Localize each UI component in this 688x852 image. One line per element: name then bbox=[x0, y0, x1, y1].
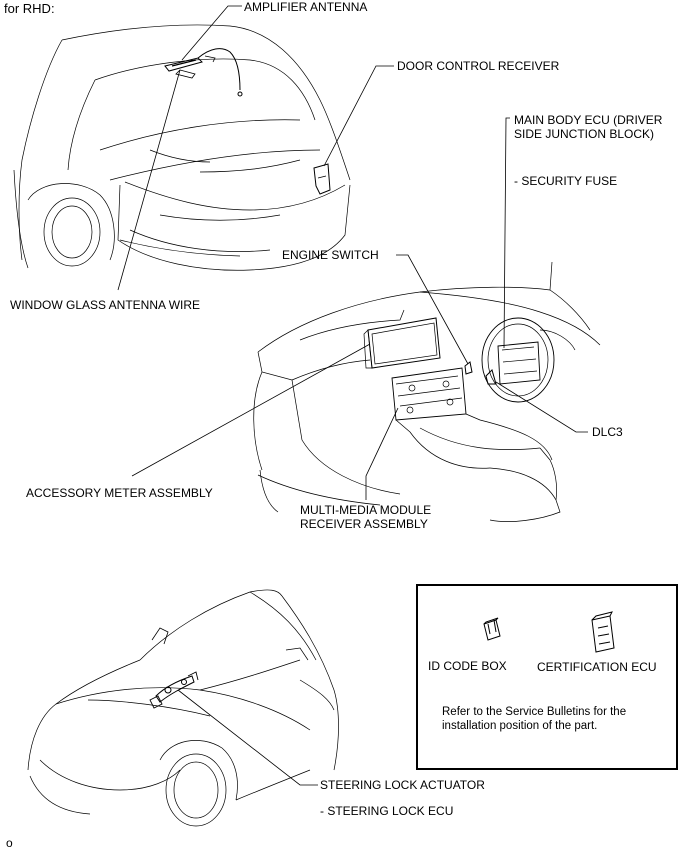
note-line1: Refer to the Service Bulletins for the bbox=[442, 706, 627, 718]
label-door-control-receiver: DOOR CONTROL RECEIVER bbox=[397, 59, 560, 73]
front-car-outline bbox=[27, 589, 339, 827]
leader-line-bottom bbox=[177, 689, 318, 786]
label-main-body-ecu-line2: SIDE JUNCTION BLOCK) bbox=[514, 127, 655, 141]
label-security-fuse: - SECURITY FUSE bbox=[514, 174, 618, 188]
label-steering-lock-actuator: STEERING LOCK ACTUATOR bbox=[320, 778, 485, 792]
leader-lines-top bbox=[117, 5, 510, 349]
label-multimedia-line1: MULTI-MEDIA MODULE bbox=[300, 503, 432, 517]
label-window-glass-antenna-wire: WINDOW GLASS ANTENNA WIRE bbox=[10, 298, 201, 312]
id-code-box-icon bbox=[483, 617, 501, 641]
label-engine-switch: ENGINE SWITCH bbox=[282, 248, 379, 262]
rear-car-outline bbox=[13, 24, 351, 271]
page-header: for RHD: bbox=[4, 1, 55, 16]
label-id-code-box: ID CODE BOX bbox=[428, 659, 507, 673]
label-amplifier-antenna: AMPLIFIER ANTENNA bbox=[244, 0, 368, 14]
leader-lines-middle bbox=[131, 254, 588, 500]
certification-ecu-icon bbox=[591, 611, 615, 653]
label-steering-lock-ecu: - STEERING LOCK ECU bbox=[320, 804, 454, 818]
dashboard-outline bbox=[253, 261, 601, 522]
legend-box bbox=[416, 584, 678, 770]
label-multimedia-line2: RECEIVER ASSEMBLY bbox=[300, 517, 428, 531]
note-line2: installation position of the part. bbox=[442, 720, 598, 732]
label-certification-ecu: CERTIFICATION ECU bbox=[537, 660, 657, 674]
label-main-body-ecu-line1: MAIN BODY ECU (DRIVER bbox=[514, 113, 663, 127]
label-accessory-meter-assembly: ACCESSORY METER ASSEMBLY bbox=[26, 486, 213, 500]
label-dlc3: DLC3 bbox=[592, 425, 623, 439]
footer-mark: o bbox=[6, 836, 13, 850]
